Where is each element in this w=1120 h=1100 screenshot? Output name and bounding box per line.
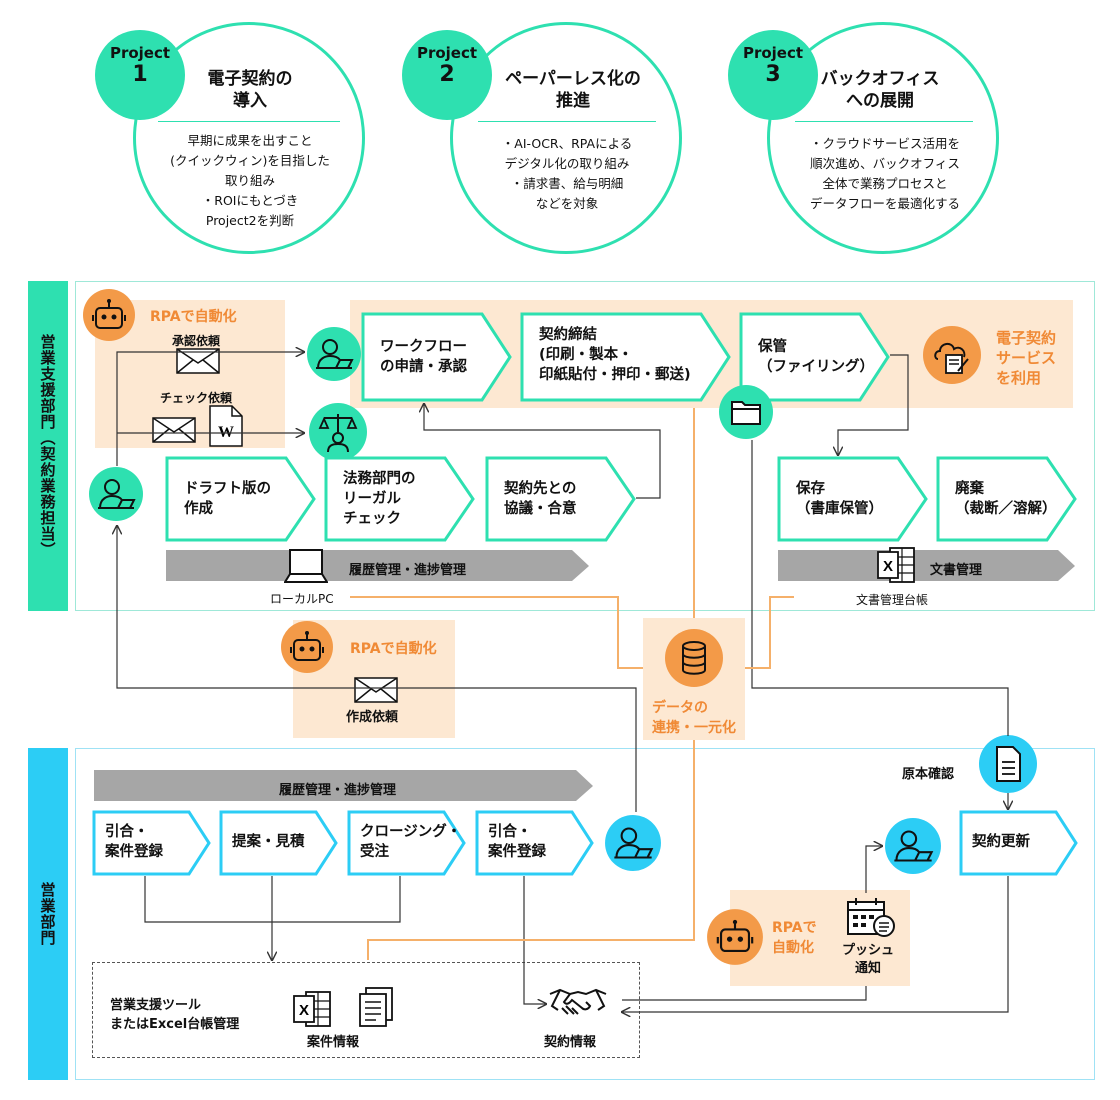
e-contract-label: 電子契約 サービス を利用 [996,329,1057,387]
project-label: Project [742,44,804,62]
divider [158,121,340,122]
project-badge: Project 2 [402,30,492,120]
project-label: Project [416,44,478,62]
doc-ledger-label: 文書管理台帳 [856,593,929,607]
person-laptop-icon [307,327,361,381]
person-laptop-icon [885,818,941,874]
step-label: ドラフト版の 作成 [184,481,271,517]
step-label: 保管 （ファイリング） [758,339,874,375]
word-document-icon: W [209,405,243,447]
creation-request-label: 作成依頼 [346,710,399,725]
step-negotiation: 契約先との 協議・合意 [485,456,636,542]
history-band-label: 履歴管理・進捗管理 [349,563,467,578]
step-disposal: 廃棄 （裁断／溶解） [936,456,1077,542]
section-label-sales-support: 営業支援部門（契約業務担当） [28,281,68,611]
project-title: バックオフィス への展開 [820,69,940,111]
cloud-contract-icon [923,326,981,384]
step-closing: クロージング・ 受注 [347,810,466,876]
step-label: クロージング・ 受注 [360,824,462,860]
step-proposal: 提案・見積 [219,810,338,876]
step-renewal: 契約更新 [959,810,1078,876]
case-info-label: 案件情報 [307,1035,360,1050]
database-icon [665,629,723,687]
calendar-icon [847,898,895,937]
step-label: 法務部門の リーガル チェック [343,471,416,527]
rpa-label-sales: RPAで 自動化 [772,920,817,956]
divider [478,121,656,122]
svg-text:W: W [218,424,234,441]
envelope-icon [354,677,398,703]
excel-icon: X [877,547,915,583]
svg-text:X: X [299,1002,309,1019]
step-inquiry-2: 引合・ 案件登録 [475,810,594,876]
project-badge: Project 1 [95,30,185,120]
check-request-label: チェック依頼 [160,391,233,405]
step-label: 契約締結 (印刷・製本・ 印紙貼付・押印・郵送) [539,327,691,383]
local-pc-label: ローカルPC [270,592,334,606]
documents-icon [359,987,393,1027]
step-archive: 保存 （書庫保管） [777,456,928,542]
step-label: ワークフロー の申請・承認 [380,339,467,375]
project-title: 電子契約の 導入 [207,69,293,111]
robot-icon [83,289,135,341]
step-label: 引合・ 案件登録 [105,824,163,860]
person-laptop-icon [89,467,143,521]
section-label-text: 営業部門 [38,882,57,946]
step-draft: ドラフト版の 作成 [165,456,316,542]
project-label: Project [109,44,171,62]
approval-request-label: 承認依頼 [172,334,221,348]
envelope-icon [176,348,220,374]
step-legal: 法務部門の リーガル チェック [324,456,475,542]
project-number: 2 [439,62,455,87]
push-label: プッシュ 通知 [841,943,894,976]
project-title: ペーパーレス化の 推進 [505,69,641,111]
folder-icon [719,385,773,439]
step-label: 保存 （書庫保管） [796,481,883,517]
step-label: 廃棄 （裁断／溶解） [955,481,1057,517]
project-number: 1 [132,62,148,87]
rpa-label: RPAで自動化 [150,309,237,325]
legal-scales-icon [309,403,367,461]
project-desc: ・クラウドサービス活用を 順次進め、バックオフィス 全体で業務プロセスと データ… [809,136,960,211]
handshake-icon [549,988,607,1015]
step-label: 契約更新 [972,834,1030,850]
step-label: 引合・ 案件登録 [488,824,546,860]
step-label: 提案・見積 [232,834,305,850]
original-check-label: 原本確認 [902,767,955,782]
contract-info-label: 契約情報 [544,1035,597,1050]
robot-icon [707,909,763,965]
project-number: 3 [765,62,781,87]
excel-icon: X [293,991,331,1027]
step-contract: 契約締結 (印刷・製本・ 印紙貼付・押印・郵送) [520,312,731,402]
svg-text:X: X [883,558,893,575]
step-workflow: ワークフロー の申請・承認 [361,312,512,402]
project-badge: Project 3 [728,30,818,120]
project-desc: 早期に成果を出すこと (クイックウィン)を目指した 取り組み ・ROIにもとづき… [170,133,330,228]
laptop-icon [284,549,328,583]
doc-band [778,550,1075,581]
doc-band-label: 文書管理 [930,563,983,578]
step-label: 契約先との 協議・合意 [504,481,577,517]
step-inquiry-1: 引合・ 案件登録 [92,810,211,876]
history-band-label: 履歴管理・進捗管理 [279,783,397,798]
envelope-icon [152,417,196,443]
divider [795,121,973,122]
tool-label: 営業支援ツール またはExcel台帳管理 [110,998,240,1032]
section-label-sales: 営業部門 [28,748,68,1080]
robot-icon [281,621,333,673]
project-desc: ・AI-OCR、RPAによる デジタル化の取り組み ・請求書、給与明細 などを対… [501,136,633,211]
document-icon [979,735,1037,793]
data-label: データの 連携・一元化 [652,700,736,736]
section-label-text: 営業支援部門（契約業務担当） [38,334,57,558]
person-laptop-icon [605,815,661,871]
rpa-label-middle: RPAで自動化 [350,641,437,657]
